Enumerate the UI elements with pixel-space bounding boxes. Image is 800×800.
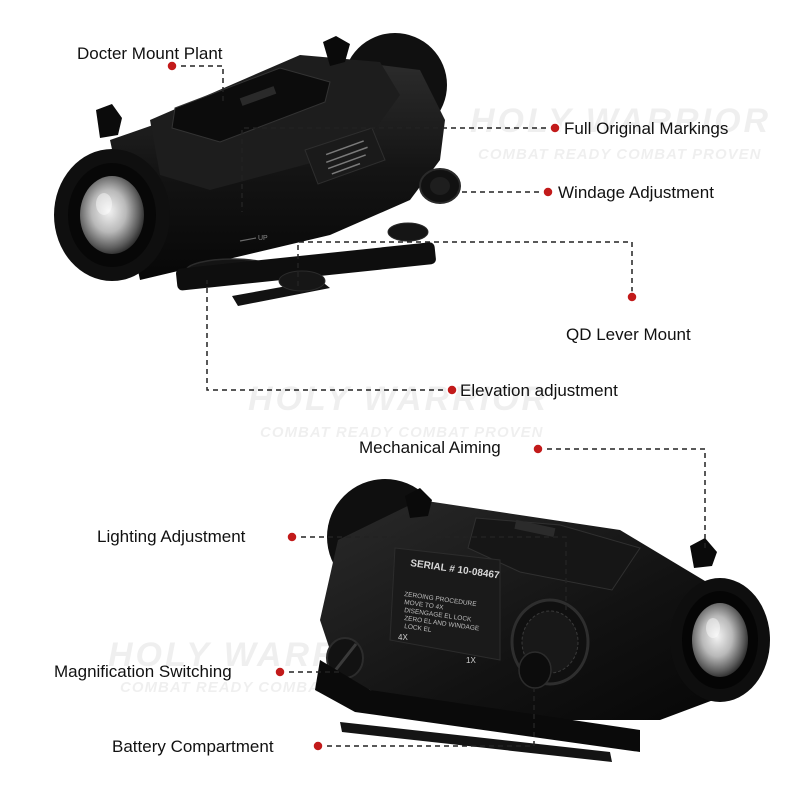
scope-bottom-rear-sight bbox=[405, 488, 432, 518]
callout-dots bbox=[166, 60, 638, 752]
dot-windage bbox=[542, 186, 554, 198]
scope-top-lens bbox=[80, 176, 144, 254]
label-docter-mount: Docter Mount Plant bbox=[77, 44, 223, 63]
dot-mechanical-aiming bbox=[532, 443, 544, 455]
scope-bottom-lens-glare bbox=[706, 618, 720, 638]
up-arrow-line bbox=[239, 237, 257, 242]
battery-cap bbox=[518, 651, 552, 689]
leader-battery bbox=[318, 688, 535, 747]
docter-mount-plate bbox=[171, 67, 331, 143]
dot-elevation bbox=[446, 384, 458, 396]
dot-qd-lever bbox=[626, 291, 638, 303]
label-magnification: Magnification Switching bbox=[54, 662, 232, 681]
scope-bottom-front-sight bbox=[690, 538, 717, 568]
scope-bottom-plate-label bbox=[514, 519, 556, 538]
leader-docter-mount bbox=[172, 65, 224, 102]
scope-bottom-mount-plate bbox=[467, 517, 641, 591]
dot-docter-mount bbox=[166, 60, 178, 72]
scope-bottom-side-panel bbox=[389, 547, 501, 661]
qd-lever-rear-knob bbox=[387, 222, 429, 242]
scope-top-housing bbox=[150, 55, 400, 190]
mag-4x-label: 4X bbox=[398, 633, 408, 642]
scope-bottom-view: SERIAL # 10-08467 ZEROING PROCEDURE MOVE… bbox=[315, 479, 770, 762]
leader-mechanical-aiming bbox=[538, 448, 706, 548]
scope-bottom-lens bbox=[692, 603, 748, 677]
watermark-brand-1: HOLY WARRIOR bbox=[470, 102, 772, 140]
watermark-brand-2: HOLY WARRIOR bbox=[248, 380, 550, 418]
markings-text-lines bbox=[325, 140, 368, 175]
zeroing-line-4: LOCK EL bbox=[404, 623, 433, 634]
scope-bottom-rail-base bbox=[315, 660, 640, 752]
mount-plate-label bbox=[239, 86, 277, 106]
mag-1x-label: 1X bbox=[466, 656, 476, 665]
leader-full-markings bbox=[241, 127, 555, 212]
scope-top-rear-sight bbox=[323, 36, 350, 66]
leader-qd-lever bbox=[297, 241, 633, 292]
scope-top-rail-base bbox=[176, 242, 436, 291]
dot-magnification bbox=[274, 666, 286, 678]
dot-battery bbox=[312, 740, 324, 752]
leader-lines bbox=[172, 65, 706, 747]
windage-knob-cap bbox=[430, 177, 450, 195]
watermark-slogan-2: COMBAT READY COMBAT PROVEN bbox=[260, 424, 544, 441]
scope-top-view: UP bbox=[54, 33, 461, 306]
label-elevation: Elevation adjustment bbox=[460, 381, 618, 400]
label-lighting: Lighting Adjustment bbox=[97, 527, 246, 546]
up-arrow-text: UP bbox=[258, 235, 268, 242]
magnification-knob-slot bbox=[332, 643, 358, 673]
dot-lighting bbox=[286, 531, 298, 543]
label-mechanical-aiming: Mechanical Aiming bbox=[359, 438, 501, 457]
dot-full-markings bbox=[549, 122, 561, 134]
label-full-markings: Full Original Markings bbox=[564, 119, 729, 138]
label-windage: Windage Adjustment bbox=[558, 183, 714, 202]
leader-elevation bbox=[206, 280, 452, 391]
scope-bottom-rail-lower bbox=[340, 722, 612, 762]
scope-top-front-sight bbox=[96, 104, 122, 138]
qd-lever-knob bbox=[278, 270, 326, 292]
scope-top-lens-glare bbox=[96, 193, 112, 215]
watermark-slogan-1: COMBAT READY COMBAT PROVEN bbox=[478, 146, 762, 163]
label-qd-lever: QD Lever Mount bbox=[566, 325, 691, 344]
leader-lighting bbox=[292, 536, 567, 612]
label-battery: Battery Compartment bbox=[112, 737, 274, 756]
